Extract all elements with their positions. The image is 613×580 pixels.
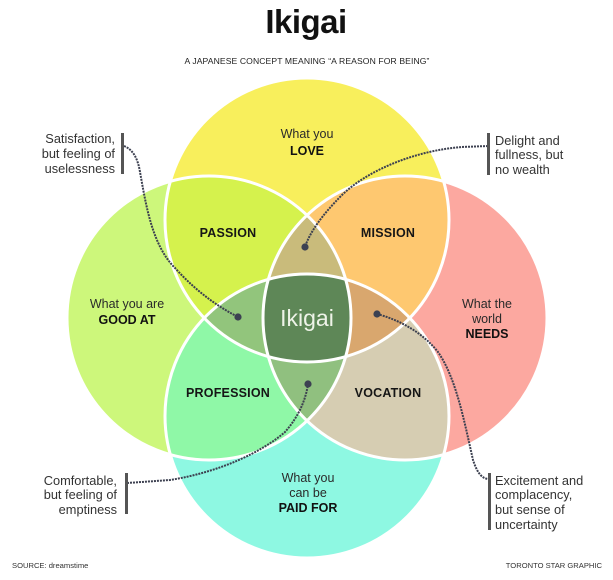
callout-comfortable-line2: but feeling of <box>44 487 118 502</box>
world-needs-label-line3: NEEDS <box>465 327 508 341</box>
love-label-line2: LOVE <box>290 144 324 158</box>
ikigai-center-label: Ikigai <box>280 305 334 331</box>
subtitle: A JAPANESE CONCEPT MEANING “A REASON FOR… <box>184 56 429 66</box>
callout-delight-line3: no wealth <box>495 162 550 177</box>
edge-paid-for <box>163 272 451 560</box>
callout-satisfaction-line3: uselessness <box>45 161 115 176</box>
edge-world-needs <box>261 174 549 462</box>
footer-credit: TORONTO STAR GRAPHIC <box>506 561 603 570</box>
world-needs-label-line1: What the <box>462 297 512 311</box>
paid-for-label-line2: can be <box>289 486 327 500</box>
dot-excitement <box>373 310 381 318</box>
connector-satisfaction <box>123 145 239 318</box>
good-at-label-line1: What you are <box>90 297 164 311</box>
edge-love <box>163 76 451 364</box>
dot-comfortable <box>304 380 312 388</box>
dot-satisfaction <box>234 313 242 321</box>
callout-delight-line1: Delight and <box>495 133 560 148</box>
callout-satisfaction-line2: but feeling of <box>42 146 116 161</box>
footer-source: SOURCE: dreamstime <box>12 561 88 570</box>
paid-for-label-line3: PAID FOR <box>279 501 338 515</box>
callout-comfortable-line3: emptiness <box>59 502 117 517</box>
callout-delight-line2: fullness, but <box>495 147 564 162</box>
good-at-label-line2: GOOD AT <box>99 313 156 327</box>
callout-excitement-line4: uncertainty <box>495 517 558 532</box>
mission-label: MISSION <box>361 226 415 240</box>
passion-label: PASSION <box>200 226 257 240</box>
love-label-line1: What you <box>281 127 334 141</box>
edge-good-at <box>65 174 353 462</box>
callout-bar-delight <box>487 133 490 175</box>
connector-delight <box>304 145 489 248</box>
callout-bar-comfortable <box>125 473 128 514</box>
dot-delight <box>301 243 309 251</box>
callout-comfortable-line1: Comfortable, <box>44 473 117 488</box>
page-title: Ikigai <box>265 3 346 40</box>
paid-for-label-line1: What you <box>282 471 335 485</box>
callout-bar-satisfaction <box>121 133 124 174</box>
vocation-label: VOCATION <box>355 386 422 400</box>
callout-excitement-line1: Excitement and <box>495 473 583 488</box>
callout-satisfaction-line1: Satisfaction, <box>45 131 115 146</box>
callout-excitement-line2: complacency, <box>495 487 572 502</box>
profession-label: PROFESSION <box>186 386 270 400</box>
connector-comfortable <box>126 383 309 484</box>
world-needs-label-line2: world <box>471 312 502 326</box>
connector-excitement <box>376 313 489 480</box>
callout-excitement-line3: but sense of <box>495 502 565 517</box>
callout-bar-excitement <box>488 473 491 530</box>
